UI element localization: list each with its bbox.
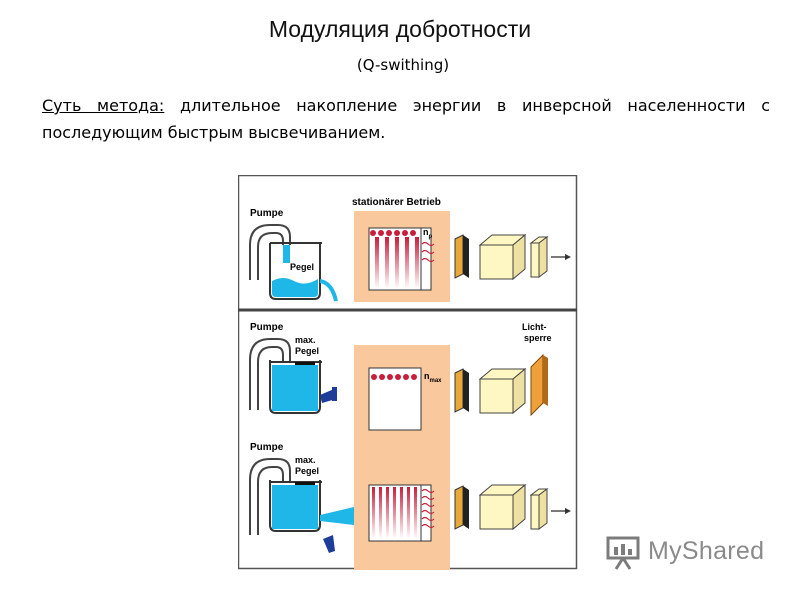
mirror-right-1 [529, 236, 549, 278]
population-sub-1: p [429, 234, 433, 240]
pump-pipe-icon [249, 224, 291, 280]
mirror-left-3 [454, 485, 469, 530]
shutter-label-1: Licht- [522, 322, 547, 332]
atom-row-2 [371, 374, 417, 380]
level-label-3: Pegel [295, 466, 319, 476]
population-sub-2: max [430, 378, 443, 384]
tank-icon [269, 242, 338, 302]
stationary-header: stationärer Betrieb [352, 197, 441, 208]
q-switching-figure: stationärer Betrieb Pumpe Pegel [238, 175, 578, 570]
valve-open-icon [323, 535, 335, 553]
crystal-cube-1 [478, 233, 527, 281]
slide-title: Модуляция добротности [268, 16, 532, 42]
population-label-1: n [423, 227, 429, 237]
method-text: длительное накопление энергии в инверсно… [42, 96, 771, 142]
beam-stripes-3 [372, 487, 417, 539]
method-lead: Суть метода: [42, 96, 165, 115]
valve-closed-icon [320, 387, 337, 403]
watermark-brand-text: MyShared [648, 537, 765, 565]
atom-row-1 [370, 230, 416, 236]
presentation-board-icon [606, 536, 640, 570]
level-label-1: Pegel [290, 262, 314, 272]
tank-icon-3 [269, 480, 354, 532]
output-arrow-1 [551, 254, 571, 260]
population-label-2: n [424, 371, 430, 381]
max-label-2: max. [295, 335, 316, 345]
output-arrow-3 [551, 508, 571, 514]
crystal-cube-3 [478, 483, 527, 531]
mirror-left-1 [454, 234, 469, 279]
pump-label-2: Pumpe [250, 322, 284, 333]
mirror-right-3 [529, 488, 549, 530]
crystal-cube-2 [478, 367, 527, 415]
svg-text:nmax: nmax [424, 371, 442, 384]
slide-subtitle: (Q-swithing) [356, 56, 450, 74]
tank-icon-2 [269, 360, 322, 414]
shutter-icon [530, 353, 548, 417]
watermark-logo: MyShared [606, 533, 776, 573]
pump-pipe-icon-2 [249, 338, 291, 410]
emission-arrows-1 [421, 241, 435, 263]
pump-label-3: Pumpe [250, 442, 284, 453]
level-label-2: Pegel [295, 346, 319, 356]
svg-text:np: np [423, 227, 433, 240]
panel-stationary: stationärer Betrieb Pumpe Pegel [249, 197, 571, 302]
shutter-label-2: sperre [524, 333, 552, 343]
panel-release: Pumpe max. Pegel [249, 442, 571, 553]
pump-pipe-icon-3 [249, 458, 291, 535]
emission-arrows-3 [421, 488, 435, 529]
method-description: Суть метода: длительное накопление энерг… [42, 92, 770, 146]
mirror-left-2 [454, 368, 469, 413]
pump-label-1: Pumpe [250, 208, 284, 219]
max-label-3: max. [295, 455, 316, 465]
beam-stripes-1 [375, 237, 419, 289]
